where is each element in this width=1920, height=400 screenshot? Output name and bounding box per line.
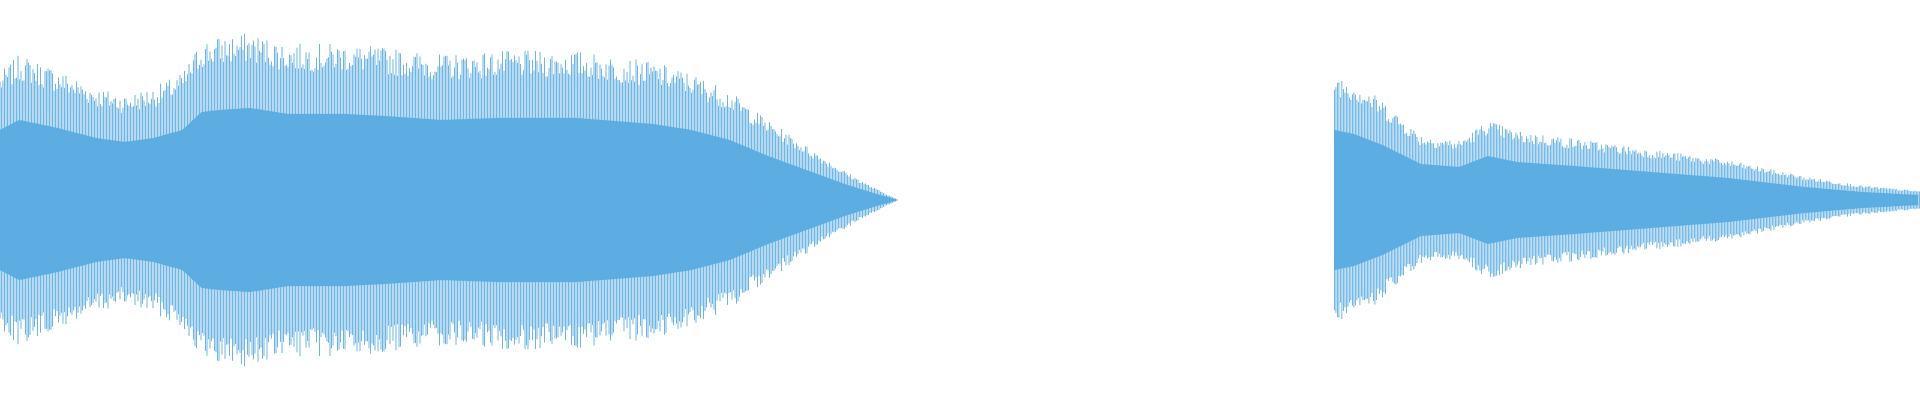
waveform-clip-2[interactable]	[1333, 80, 1920, 320]
waveform-strokes	[1333, 80, 1920, 320]
waveform-strokes	[0, 33, 896, 367]
waveform-clips	[0, 33, 1920, 367]
waveform-body	[1334, 129, 1919, 271]
waveform-clip-1[interactable]	[0, 33, 898, 367]
